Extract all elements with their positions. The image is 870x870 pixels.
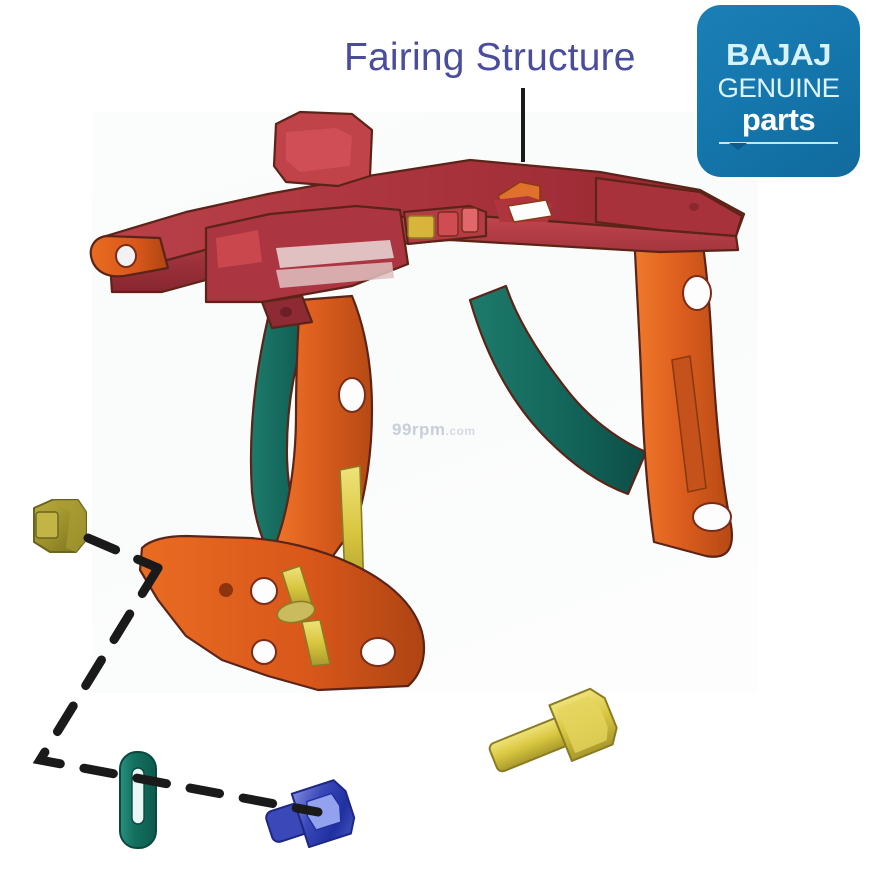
bajaj-genuine-parts-logo: BAJAJ GENUINE parts bbox=[697, 5, 860, 177]
watermark: 99rpm.com bbox=[392, 420, 476, 440]
chevron-down-icon bbox=[729, 143, 747, 150]
watermark-suffix: .com bbox=[445, 424, 476, 438]
gold-bolt-part bbox=[488, 687, 618, 773]
dash-plate-to-screw bbox=[32, 563, 323, 817]
right-strut bbox=[468, 284, 648, 496]
assembly-dashed-line bbox=[32, 533, 323, 817]
logo-underline bbox=[719, 142, 838, 144]
logo-brand-text: BAJAJ bbox=[725, 37, 832, 72]
callout-leader-line bbox=[521, 88, 525, 162]
olive-nut-part bbox=[33, 499, 87, 553]
watermark-text: 99rpm bbox=[392, 420, 446, 439]
dash-nut-to-plate bbox=[83, 533, 163, 573]
teal-grommet-part bbox=[119, 751, 157, 849]
beam-right-end bbox=[594, 176, 744, 238]
logo-parts-text: parts bbox=[741, 102, 816, 137]
logo-genuine-text: GENUINE bbox=[717, 73, 840, 103]
page-title: Fairing Structure bbox=[344, 36, 636, 79]
blue-screw-part bbox=[265, 779, 356, 849]
